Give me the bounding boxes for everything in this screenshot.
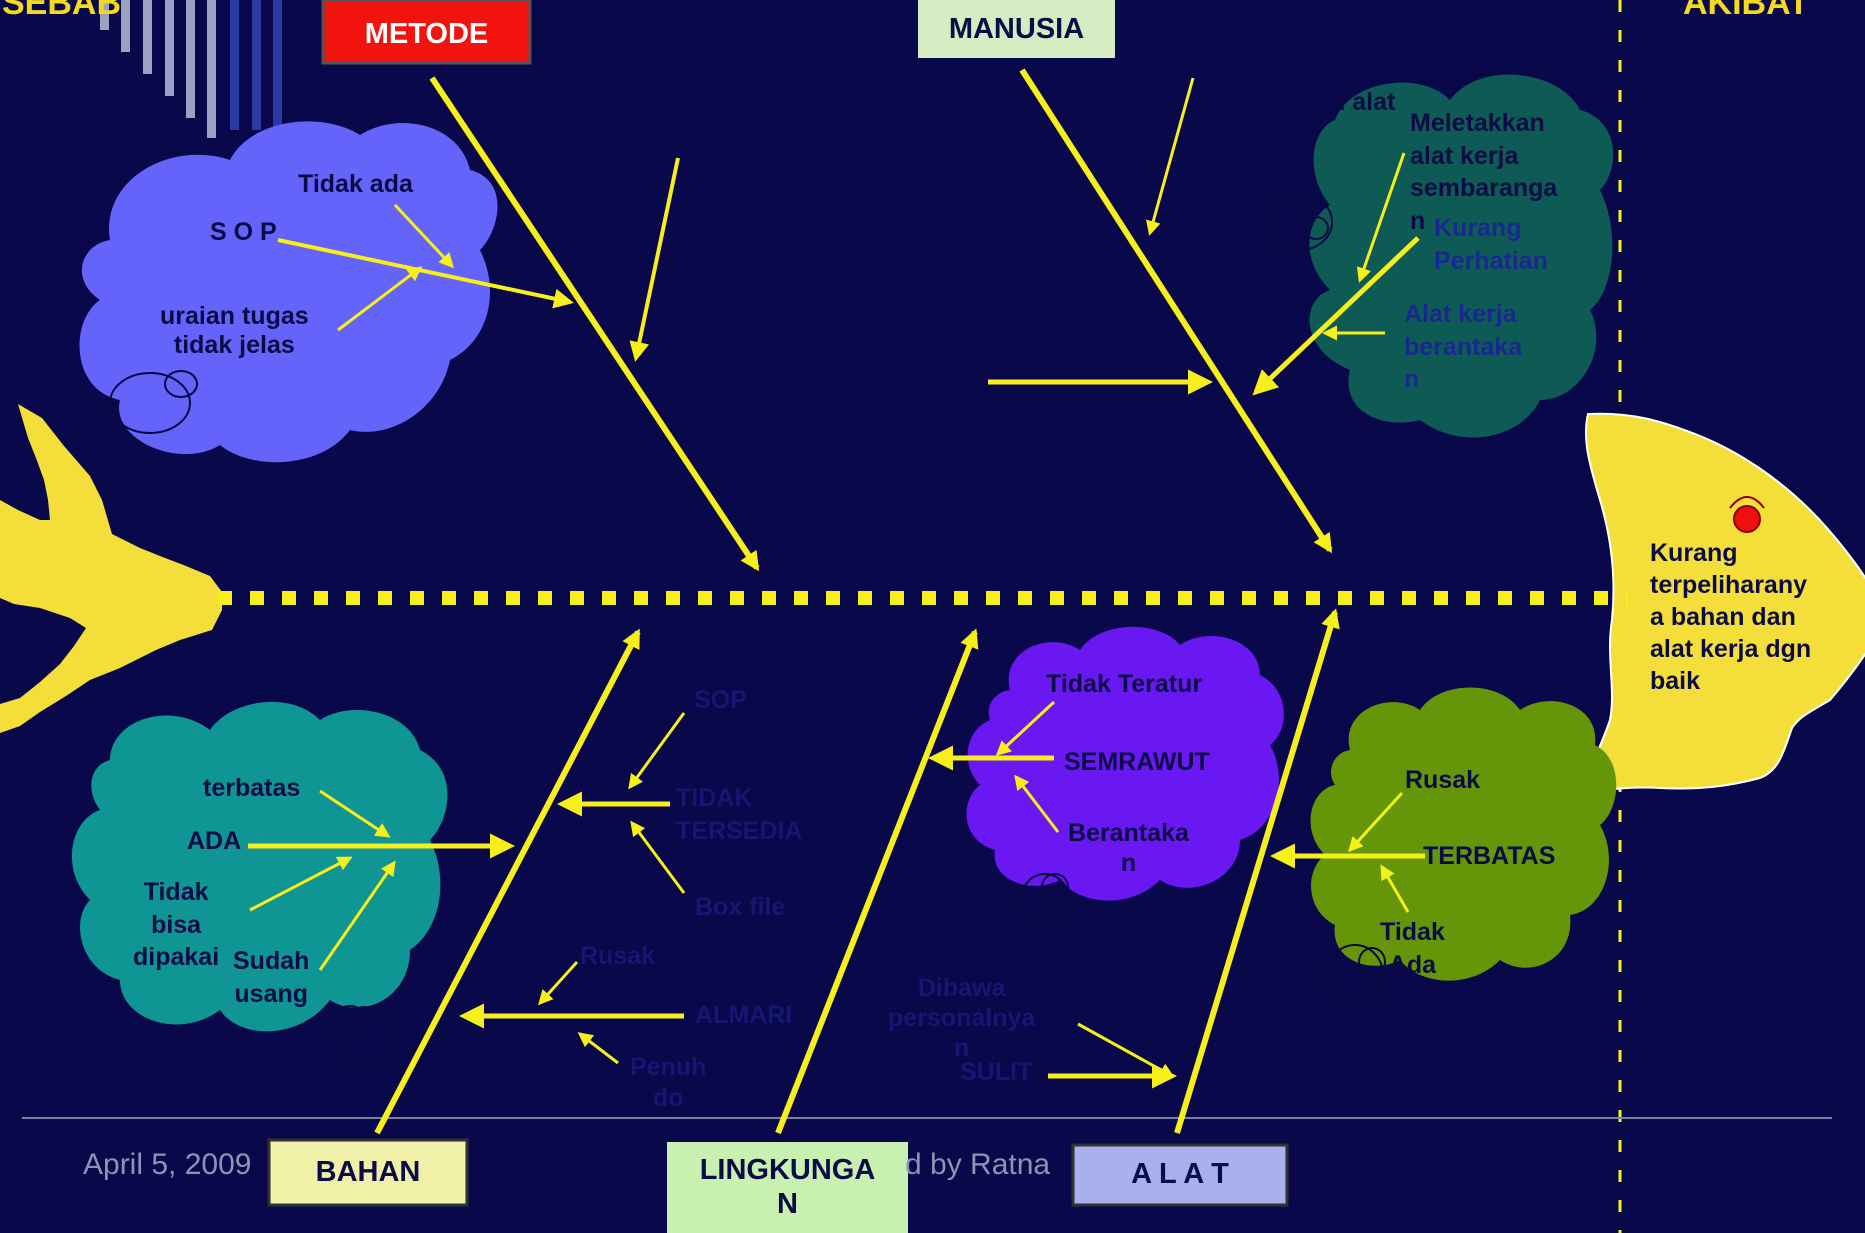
metode-cause-sop: S O P <box>210 218 277 246</box>
bone-manusia <box>1019 68 1333 554</box>
lingkungan-cause-tidak-teratur: Tidak Teratur <box>1046 670 1203 698</box>
bahan-hidden-tidak-tersedia: TIDAK TERSEDIA <box>676 784 803 845</box>
fish-tail <box>0 404 222 733</box>
bahan-hidden-almari: ALMARI <box>695 1001 793 1029</box>
metode-cause-tidak-ada: Tidak ada <box>298 170 413 198</box>
bone-lingkungan <box>775 628 979 1135</box>
lingkungan-hidden-dibawa: Dibawa personalnya n <box>888 974 1036 1062</box>
bahan-hidden-sop: SOP <box>694 686 747 714</box>
bone-metode <box>429 76 760 572</box>
alat-cause-rusak: Rusak <box>1405 766 1481 794</box>
bahan-cause-terbatas: terbatas <box>203 774 301 802</box>
alat-cause-tidak-ada: Tidak Ada <box>1380 918 1445 979</box>
bahan-hidden-rusak: Rusak <box>580 942 656 970</box>
lingkungan-hidden-sulit: SULIT <box>960 1058 1033 1086</box>
sub-arrows <box>248 77 1425 1089</box>
bahan-cause-tidak-bisa-dipakai: Tidak bisa dipakai <box>133 878 220 971</box>
category-manusia: MANUSIA <box>948 13 1085 46</box>
manusia-cause-kurang-perhatian: Kurang Perhatian <box>1434 214 1548 275</box>
cloud-manusia <box>1309 74 1614 438</box>
decorative-bars <box>100 0 282 138</box>
bone-alat <box>1174 608 1340 1134</box>
bahan-hidden-penuh: Penuh do <box>630 1053 707 1113</box>
footer-author: d by Ratna <box>905 1148 1051 1181</box>
lingkungan-cause-semrawut: SEMRAWUT <box>1064 748 1210 776</box>
main-bones <box>374 68 1340 1135</box>
manusia-box-bg <box>918 0 1115 58</box>
fish-eye <box>1733 505 1761 533</box>
cause-heading: SEBAB <box>2 0 122 22</box>
lingkungan-box-bg <box>667 1142 908 1233</box>
effect-text: Kurang terpeliharany a bahan dan alat ke… <box>1650 539 1812 695</box>
cloud-alat <box>1310 687 1617 981</box>
manusia-cause-alat-top: n alat <box>1330 88 1396 116</box>
footer-date: April 5, 2009 <box>83 1148 252 1181</box>
bahan-cause-ada: ADA <box>187 827 242 855</box>
category-metode: METODE <box>364 18 489 51</box>
cloud-bahan <box>71 701 448 1032</box>
effect-heading: AKIBAT <box>1683 0 1809 22</box>
bahan-hidden-box-file: Box file <box>695 893 786 921</box>
manusia-cause-alat-berantakan: Alat kerja berantaka n <box>1404 300 1523 393</box>
alat-box-bg <box>1071 1143 1289 1207</box>
cloud-lingkungan <box>966 626 1284 901</box>
bahan-cause-sudah-usang: Sudah usang <box>233 947 310 1008</box>
category-lingkungan: LINGKUNGA N <box>699 1154 876 1220</box>
category-bahan: BAHAN <box>315 1155 421 1188</box>
metode-box-bg <box>321 0 532 65</box>
alat-cause-terbatas: TERBATAS <box>1423 842 1556 870</box>
cloud-ovals <box>109 193 1386 1068</box>
bone-bahan <box>374 628 641 1135</box>
bahan-box-bg <box>267 1138 469 1207</box>
cloud-metode <box>79 121 498 463</box>
fish-eyebrow <box>1729 496 1765 509</box>
metode-cause-uraian: uraian tugas tidak jelas <box>160 302 309 359</box>
manusia-cause-meletakkan: Meletakkan alat kerja sembaranga n <box>1410 109 1558 235</box>
category-alat: A L A T <box>1131 1158 1229 1191</box>
fish-head <box>1584 412 1865 794</box>
lingkungan-cause-berantakan: Berantaka n <box>1068 819 1189 877</box>
